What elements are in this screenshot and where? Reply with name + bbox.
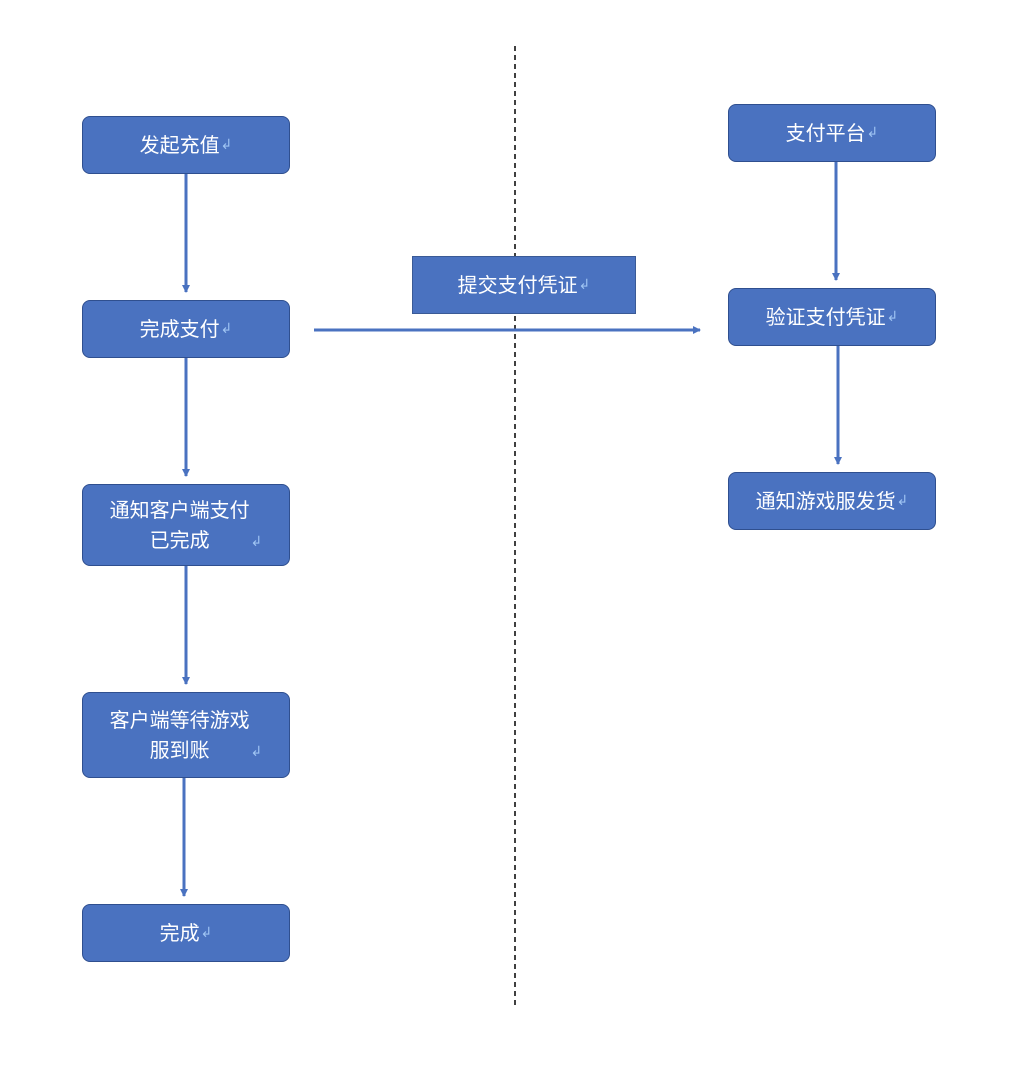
node-notify-client: 通知客户端支付 已完成↲ — [82, 484, 290, 566]
node-label: 通知游戏服发货 — [755, 489, 896, 513]
return-mark-icon: ↲ — [896, 493, 909, 509]
node-client-wait: 客户端等待游戏 服到账↲ — [82, 692, 290, 778]
return-mark-icon: ↲ — [220, 321, 233, 337]
return-mark-icon: ↲ — [250, 534, 263, 550]
node-payment-platform: 支付平台↲ — [728, 104, 936, 162]
node-label: 完成支付 — [139, 317, 220, 341]
return-mark-icon: ↲ — [200, 925, 213, 941]
return-mark-icon: ↲ — [578, 277, 591, 293]
node-verify-voucher: 验证支付凭证↲ — [728, 288, 936, 346]
node-start-recharge: 发起充值↲ — [82, 116, 290, 174]
node-label: 客户端等待游戏 服到账 — [109, 708, 250, 762]
return-mark-icon: ↲ — [250, 744, 263, 760]
node-label: 支付平台 — [785, 121, 866, 145]
node-label: 通知客户端支付 已完成 — [109, 498, 250, 552]
return-mark-icon: ↲ — [220, 137, 233, 153]
node-label: 完成 — [159, 921, 200, 945]
node-done: 完成↲ — [82, 904, 290, 962]
node-label: 验证支付凭证 — [765, 305, 886, 329]
return-mark-icon: ↲ — [886, 309, 899, 325]
node-label: 发起充值 — [139, 133, 220, 157]
return-mark-icon: ↲ — [866, 125, 879, 141]
node-complete-payment: 完成支付↲ — [82, 300, 290, 358]
node-notify-game-server: 通知游戏服发货↲ — [728, 472, 936, 530]
edge-label-submit-voucher: 提交支付凭证↲ — [412, 256, 636, 314]
edge-label-text: 提交支付凭证 — [457, 273, 578, 297]
